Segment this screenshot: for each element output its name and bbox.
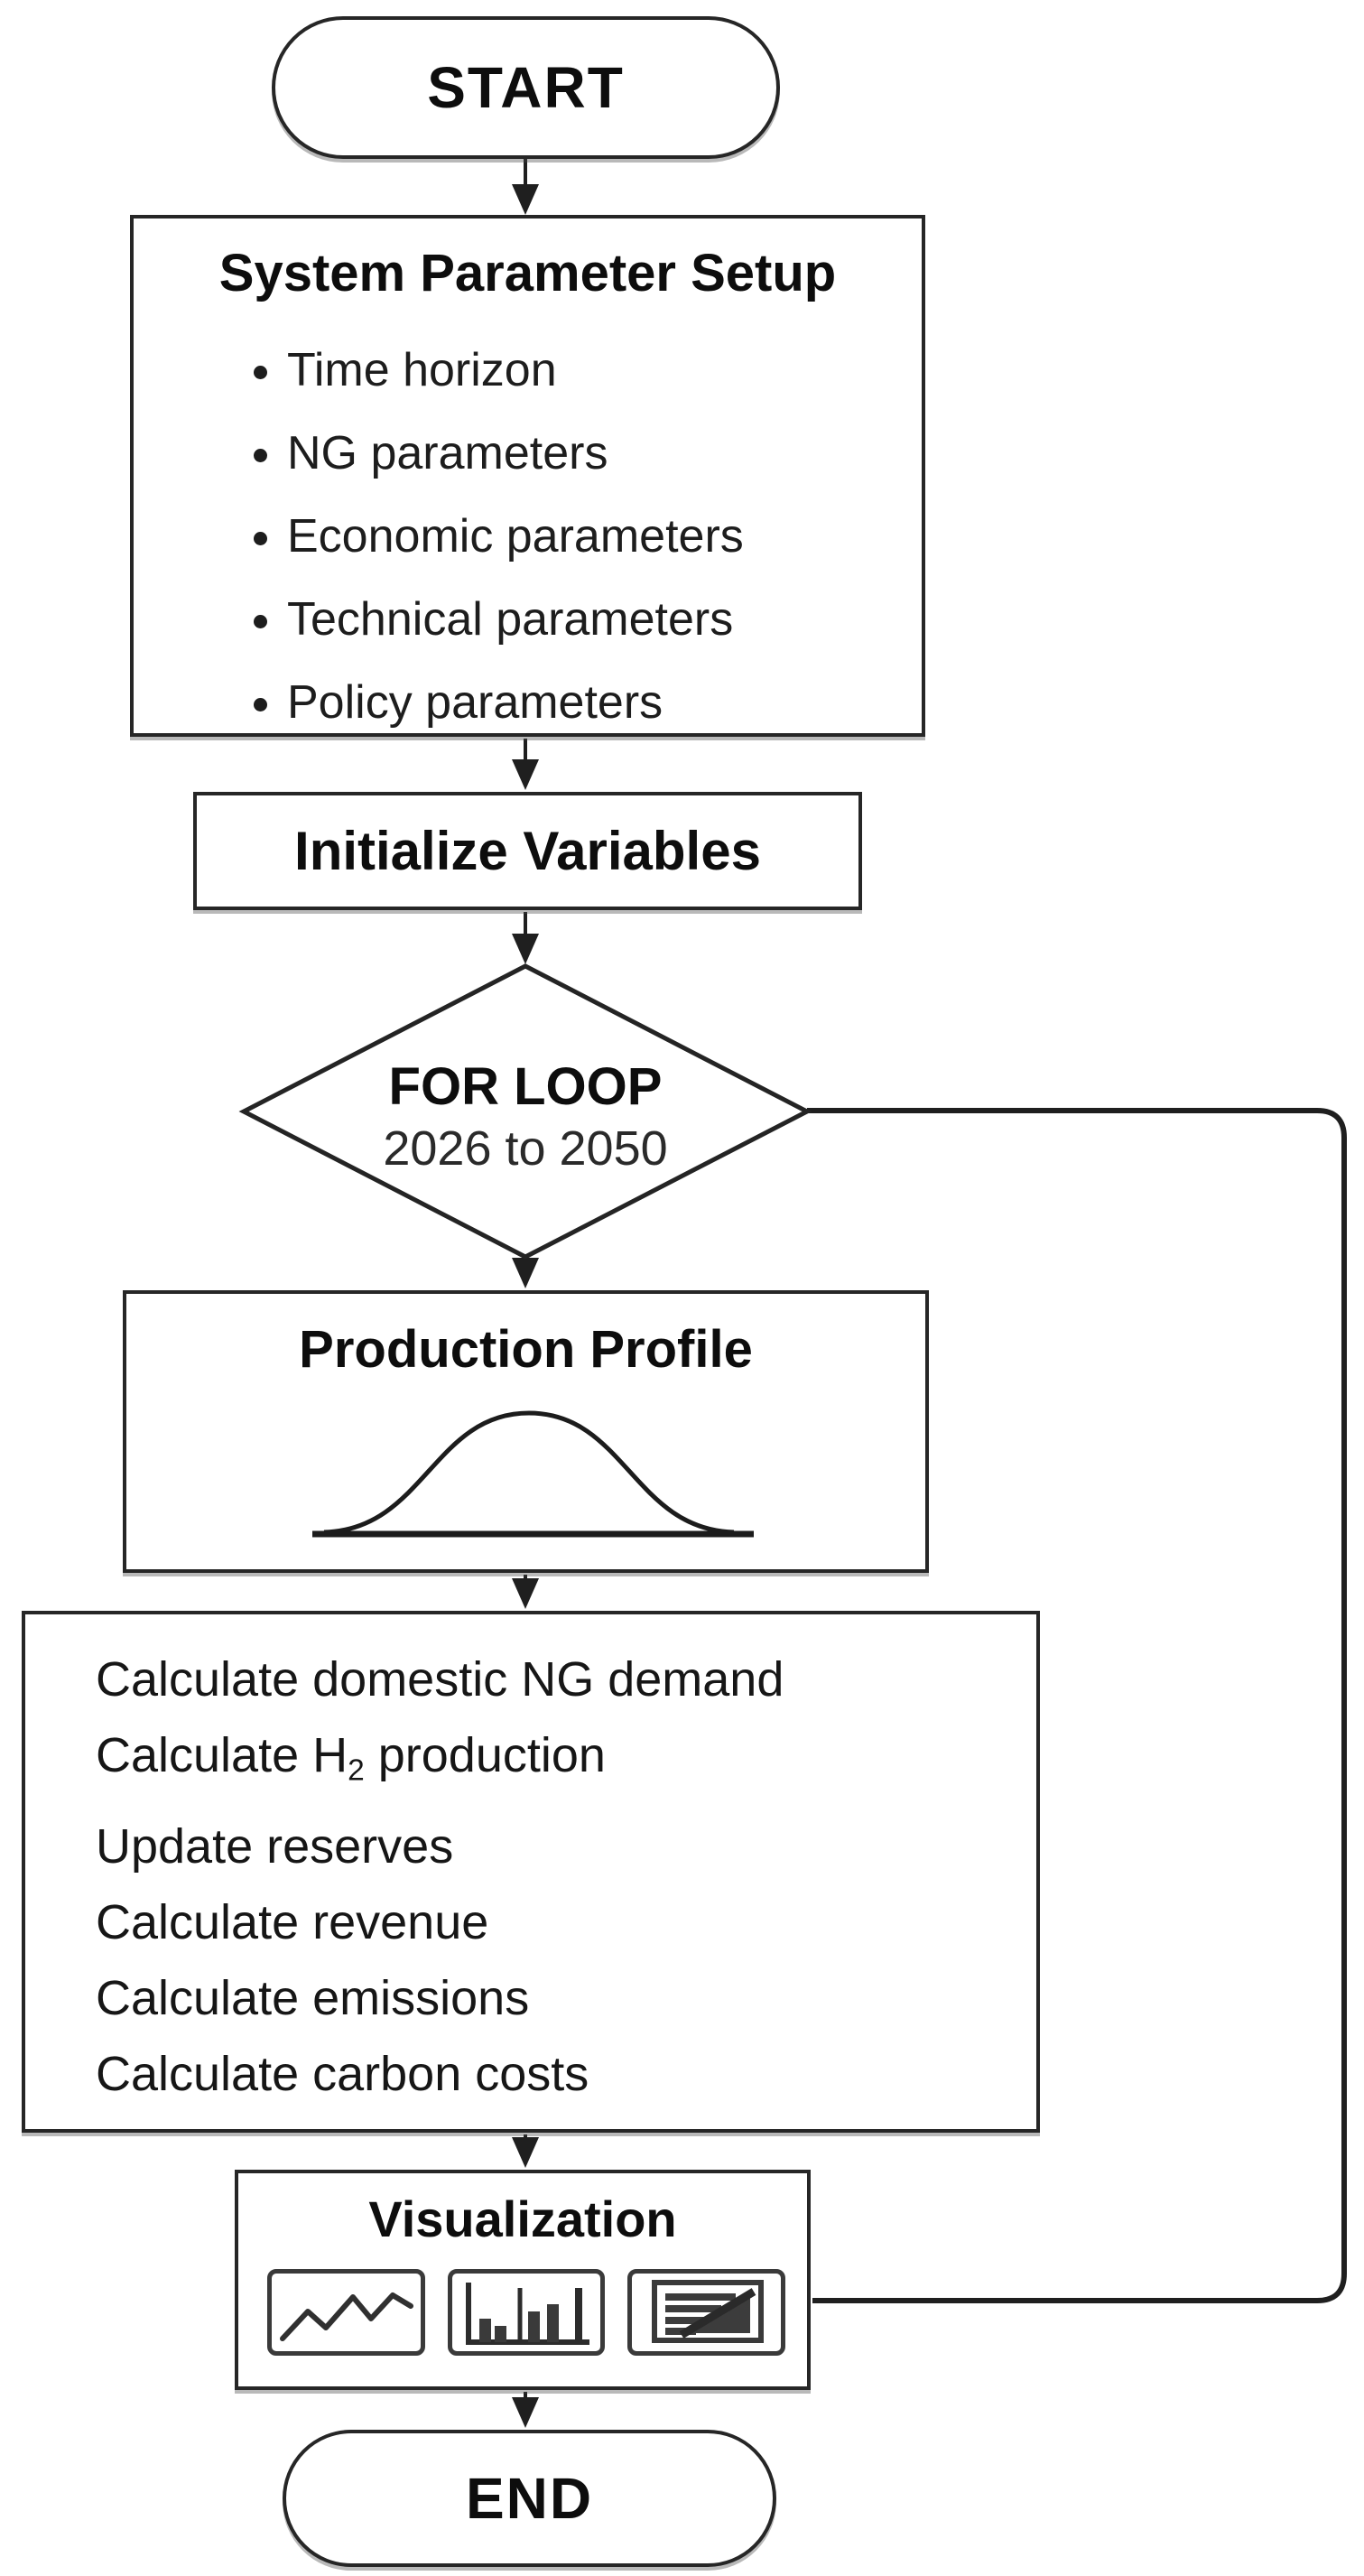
calc-line-revenue: Calculate revenue bbox=[96, 1895, 489, 1950]
for-loop-title: FOR LOOP bbox=[388, 1057, 663, 1116]
for-loop-range: 2026 to 2050 bbox=[383, 1121, 668, 1176]
system-parameter-setup-box: System Parameter Setup Time horizon NG p… bbox=[130, 215, 925, 737]
arrow-vis-to-end bbox=[512, 2392, 539, 2428]
calc-line-carbon-costs: Calculate carbon costs bbox=[96, 2047, 589, 2102]
system-setup-title: System Parameter Setup bbox=[218, 244, 837, 302]
calc-line-update-reserves: Update reserves bbox=[96, 1819, 454, 1874]
arrow-setup-to-init bbox=[512, 739, 539, 790]
system-setup-list: Time horizon NG parameters Economic para… bbox=[134, 329, 922, 744]
calc-line-h2-production: Calculate H2 production bbox=[96, 1717, 1018, 1809]
setup-bullet-item: Time horizon bbox=[287, 329, 922, 412]
for-loop-label-group: FOR LOOP 2026 to 2050 bbox=[244, 972, 807, 1262]
calc-h2-pre: Calculate H bbox=[96, 1728, 348, 1782]
calculations-box: Calculate domestic NG demand Calculate H… bbox=[22, 1611, 1040, 2133]
end-label: END bbox=[465, 2466, 594, 2531]
visualization-box: Visualization bbox=[235, 2170, 811, 2390]
line-chart-icon bbox=[267, 2269, 425, 2356]
initialize-variables-box: Initialize Variables bbox=[193, 792, 862, 910]
calc-h2-sub: 2 bbox=[348, 1753, 365, 1788]
start-label: START bbox=[427, 55, 625, 120]
arrow-calc-to-vis bbox=[512, 2134, 539, 2168]
production-profile-box: Production Profile bbox=[123, 1290, 929, 1573]
arrow-start-to-setup bbox=[512, 159, 539, 215]
bar-chart-icon bbox=[447, 2269, 606, 2356]
setup-bullet-item: Economic parameters bbox=[287, 495, 922, 578]
calc-h2-post: production bbox=[364, 1728, 606, 1782]
calc-line-ng-demand: Calculate domestic NG demand bbox=[96, 1652, 784, 1706]
setup-bullet-item: Policy parameters bbox=[287, 661, 922, 744]
start-terminator: START bbox=[272, 16, 780, 159]
arrow-production-to-calc bbox=[512, 1575, 539, 1609]
setup-bullet-item: NG parameters bbox=[287, 412, 922, 495]
visualization-title: Visualization bbox=[368, 2190, 677, 2247]
bell-curve-line bbox=[323, 1410, 735, 1535]
bell-curve-figure bbox=[312, 1410, 754, 1538]
setup-bullet-item: Technical parameters bbox=[287, 578, 922, 661]
visualization-icons-row bbox=[267, 2269, 786, 2357]
production-profile-title: Production Profile bbox=[299, 1320, 753, 1379]
calc-line-emissions: Calculate emissions bbox=[96, 1971, 530, 2026]
end-terminator: END bbox=[283, 2430, 776, 2567]
initialize-label: Initialize Variables bbox=[294, 821, 761, 881]
report-icon bbox=[627, 2269, 786, 2356]
arrow-init-to-loop bbox=[512, 912, 539, 964]
loop-exit-connector bbox=[807, 1108, 1347, 2303]
